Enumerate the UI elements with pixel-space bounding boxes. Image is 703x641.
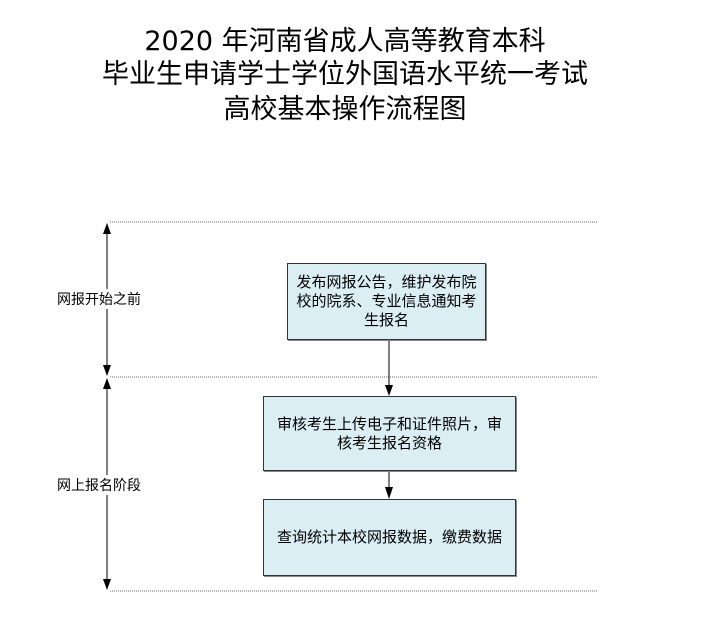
lane-label-before-registration: 网报开始之前 bbox=[57, 289, 141, 309]
step-text: 查询统计本校网报数据，缴费数据 bbox=[276, 528, 502, 546]
step-query-statistics: 查询统计本校网报数据，缴费数据 bbox=[263, 499, 516, 576]
title-line-1: 2020 年河南省成人高等教育本科 bbox=[144, 26, 546, 57]
step-text: 审核考生上传电子和证件照片，审核考生报名资格 bbox=[276, 414, 502, 452]
step-review-candidates: 审核考生上传电子和证件照片，审核考生报名资格 bbox=[263, 396, 516, 471]
connector-arrow-2 bbox=[385, 470, 393, 499]
title-line-3: 高校基本操作流程图 bbox=[223, 94, 467, 125]
step-text: 发布网报公告，维护发布院校的院系、专业信息通知考生报名 bbox=[296, 273, 477, 329]
step-publish-notice: 发布网报公告，维护发布院校的院系、专业信息通知考生报名 bbox=[287, 263, 486, 340]
title-line-2: 毕业生申请学士学位外国语水平统一考试 bbox=[102, 59, 588, 90]
lane-label-online-registration: 网上报名阶段 bbox=[57, 475, 141, 495]
connector-arrow-1 bbox=[385, 339, 393, 396]
